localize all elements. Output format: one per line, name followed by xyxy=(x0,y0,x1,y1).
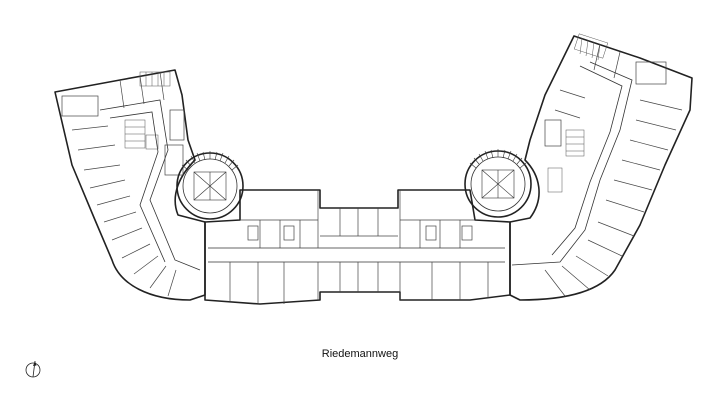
left-wing-core xyxy=(124,71,171,150)
right-wing-outline xyxy=(509,35,693,301)
right-wing-corridor xyxy=(511,61,633,266)
right-wing xyxy=(509,33,693,301)
right-wing-corridor-2 xyxy=(551,65,623,256)
north-arrow-icon xyxy=(25,360,41,378)
right-stair-tower xyxy=(464,149,532,218)
street-label: Riedemannweg xyxy=(321,348,399,360)
left-wing xyxy=(54,69,206,301)
left-wing-outline xyxy=(54,69,206,301)
left-wing-corridor xyxy=(99,99,201,271)
left-stair-tower xyxy=(176,151,244,220)
right-wing-rooms xyxy=(544,43,683,297)
central-block xyxy=(204,189,511,305)
right-wing-core xyxy=(547,33,609,193)
central-outline xyxy=(204,189,511,305)
left-wing-corridor-2 xyxy=(109,111,166,263)
central-north-rooms xyxy=(240,190,475,248)
central-south-rooms xyxy=(229,262,489,304)
